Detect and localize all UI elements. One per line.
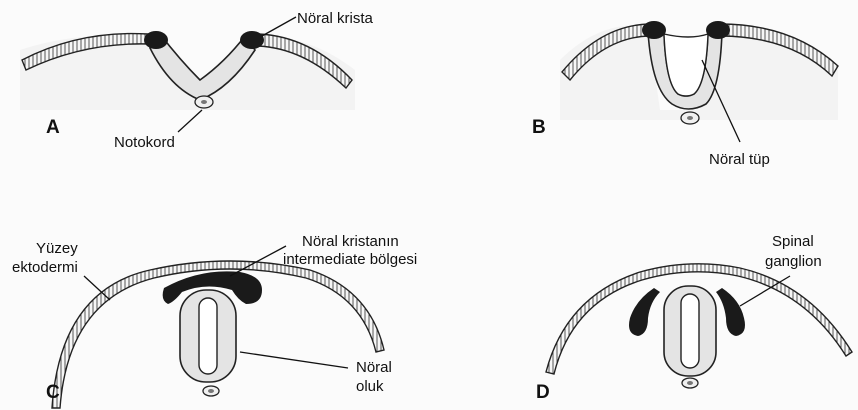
label-yuzey: Yüzey	[36, 240, 78, 257]
label-ektodermi: ektodermi	[12, 259, 78, 276]
panel-letter-b: B	[532, 117, 546, 138]
neural-crest-a-right	[240, 31, 264, 49]
neural-crest-a-left	[144, 31, 168, 49]
neural-crest-b-right	[706, 21, 730, 39]
label-noral-kristanin: Nöral kristanın	[302, 233, 399, 250]
panel-d: D Spinal ganglion	[536, 233, 852, 403]
neural-crest-b-left	[642, 21, 666, 39]
label-oluk: oluk	[356, 378, 384, 395]
panel-letter-c: C	[46, 382, 60, 403]
panel-a: A Nöral krista Notokord	[20, 10, 374, 151]
panel-c: C Yüzey ektodermi Nöral kristanın interm…	[12, 233, 417, 408]
leader-notokord	[178, 110, 202, 132]
label-spinal: Spinal	[772, 233, 814, 250]
label-noral: Nöral	[356, 359, 392, 376]
label-ganglion: ganglion	[765, 253, 822, 270]
label-notokord: Notokord	[114, 134, 175, 151]
panel-b: B Nöral tüp	[532, 21, 838, 168]
neural-canal-d	[681, 294, 699, 368]
leader-noral-krista-a	[262, 17, 296, 36]
spinal-ganglion-right	[716, 288, 745, 336]
label-noral-krista: Nöral krista	[297, 10, 374, 27]
label-noral-tup: Nöral tüp	[709, 151, 770, 168]
neural-canal-c	[199, 298, 217, 374]
panel-letter-d: D	[536, 382, 550, 403]
leader-noral-oluk	[240, 352, 348, 368]
panel-letter-a: A	[46, 117, 60, 138]
spinal-ganglion-left	[629, 288, 660, 336]
label-intermediate-bolgesi: intermediate bölgesi	[283, 251, 417, 268]
